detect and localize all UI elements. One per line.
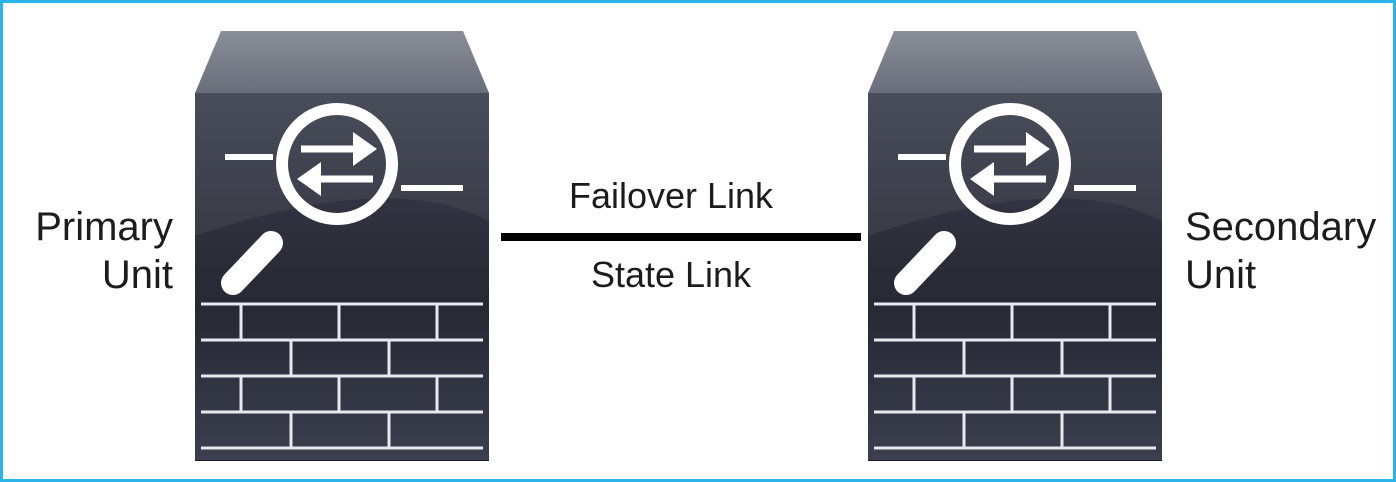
secondary-unit-label-line1: Secondary [1185, 205, 1377, 249]
state-link-label: State Link [590, 254, 752, 295]
secondary-firewall-icon [866, 31, 1166, 461]
secondary-unit-label-line2: Unit [1185, 253, 1257, 297]
firewall-device-icon [868, 31, 1162, 461]
primary-unit-label-line2: Unit [101, 253, 173, 297]
firewall-device-icon [195, 31, 489, 461]
primary-firewall-icon [193, 31, 493, 461]
primary-unit-label: Primary Unit [23, 203, 173, 299]
failover-link-line [501, 233, 861, 241]
failover-link-label: Failover Link [568, 175, 774, 216]
primary-unit-label-line1: Primary [35, 205, 173, 249]
secondary-unit-label: Secondary Unit [1185, 203, 1385, 299]
